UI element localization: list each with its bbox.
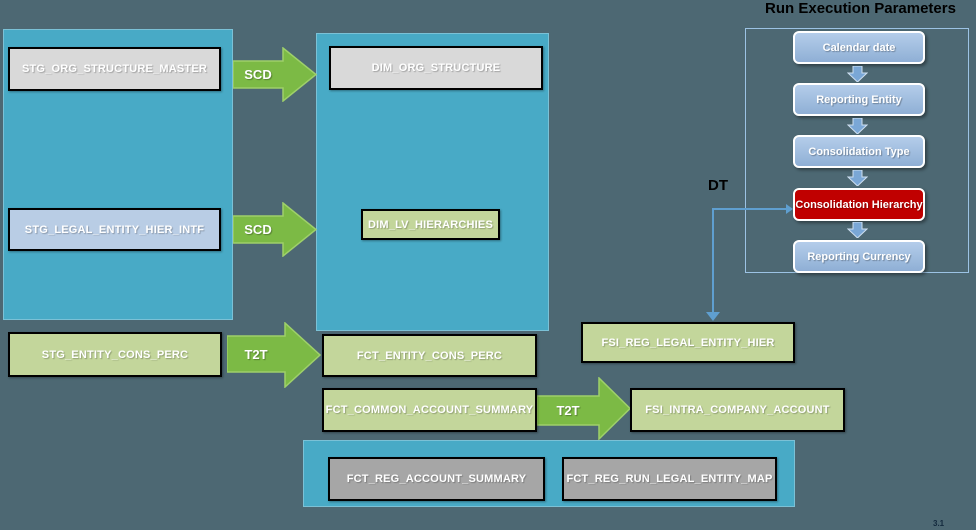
table-stg-legal-entity-hier-intf: STG_LEGAL_ENTITY_HIER_INTF [8,208,221,251]
table-fct-entity-cons-perc: FCT_ENTITY_CONS_PERC [322,334,537,377]
t2t-right-label: T2T [556,403,580,418]
table-stg-org-structure-master: STG_ORG_STRUCTURE_MASTER [8,47,221,91]
scd-arrow-bottom-icon [233,202,317,257]
table-fct-reg-run-legal-entity-map: FCT_REG_RUN_LEGAL_ENTITY_MAP [562,457,777,501]
table-fct-reg-account-summary: FCT_REG_ACCOUNT_SUMMARY [328,457,545,501]
flow-step-reporting-currency: Reporting Currency [793,240,925,273]
t2t-arrow-right-icon [537,377,631,440]
run-execution-parameters-title: Run Execution Parameters [765,0,956,17]
dt-label: DT [708,177,728,194]
table-fsi-reg-legal-entity-hier: FSI_REG_LEGAL_ENTITY_HIER [581,322,795,363]
down-arrow-icon [847,170,868,186]
page-note: 3.1 [933,519,945,528]
table-stg-entity-cons-perc: STG_ENTITY_CONS_PERC [8,332,222,377]
t2t-arrow-left-icon [227,322,321,388]
t2t-left-label: T2T [244,346,268,362]
down-arrow-icon [847,222,868,238]
table-fct-common-account-summary: FCT_COMMON_ACCOUNT_SUMMARY [322,388,537,432]
scd-arrow-top-icon [233,47,317,102]
down-arrow-icon [847,66,868,82]
table-fsi-intra-company-account: FSI_INTRA_COMPANY_ACCOUNT [630,388,845,432]
flow-step-consolidation-hierarchy: Consolidation Hierarchy [793,188,925,221]
flow-step-consolidation-type: Consolidation Type [793,135,925,168]
table-dim-lv-hierarchies: DIM_LV_HIERARCHIES [361,209,500,240]
down-arrow-icon [847,118,868,134]
scd-bottom-label: SCD [244,222,272,237]
scd-top-label: SCD [244,67,272,82]
table-dim-org-structure: DIM_ORG_STRUCTURE [329,46,543,90]
flow-step-calendar-date: Calendar date [793,31,925,64]
flow-step-reporting-entity: Reporting Entity [793,83,925,116]
